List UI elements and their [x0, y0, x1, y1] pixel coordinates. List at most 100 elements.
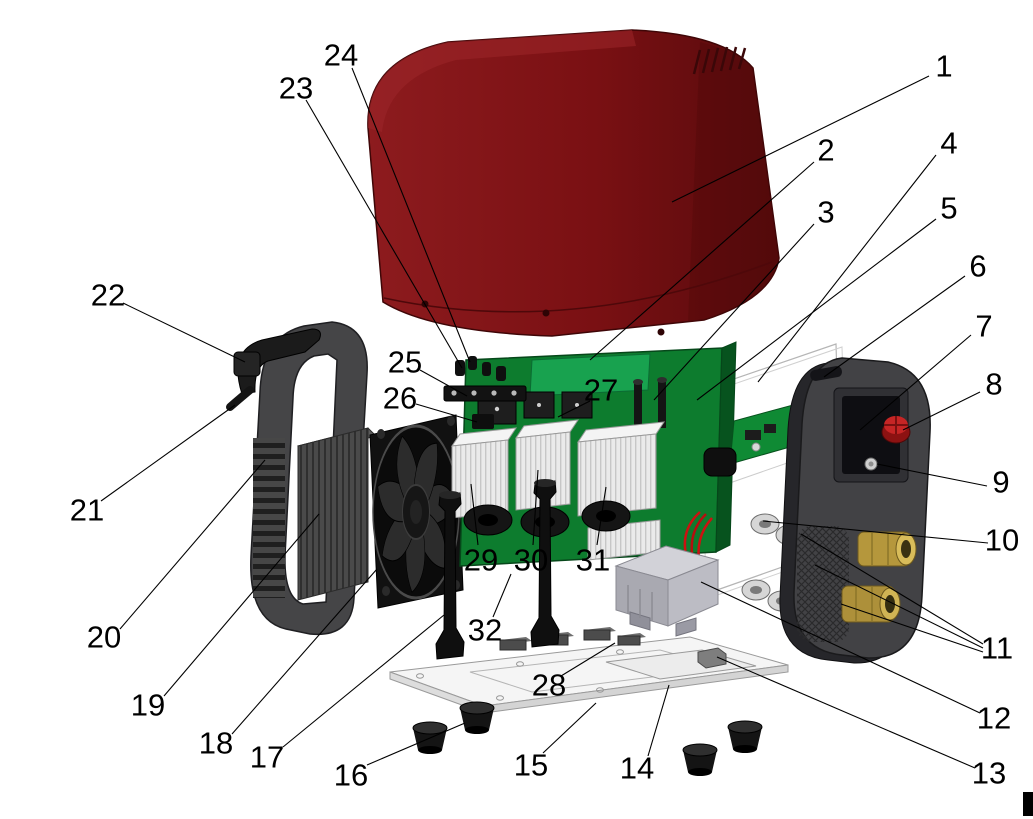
callout-label-2: 2: [817, 133, 834, 168]
leader-line-8: [902, 391, 981, 431]
top-cover: [367, 29, 780, 337]
fan: [369, 414, 464, 609]
callout-label-9: 9: [992, 465, 1009, 500]
leader-line-1: [671, 75, 930, 203]
leader-line-2: [589, 161, 815, 361]
cover-highlight: [367, 30, 636, 132]
callout-label-24: 24: [324, 38, 358, 73]
leader-line-11: [800, 533, 984, 645]
callout-label-10: 10: [985, 523, 1019, 558]
pcb-connector: [472, 414, 494, 429]
leader-line-27: [557, 400, 591, 418]
leader-line-9: [876, 463, 988, 487]
heatsink-31: [577, 433, 657, 517]
callout-label-12: 12: [977, 701, 1011, 736]
control-knob: [881, 416, 911, 444]
handle-cable: [226, 386, 254, 411]
rubber-feet: [412, 701, 763, 776]
callout-label-16: 16: [334, 758, 368, 793]
callout-label-15: 15: [514, 748, 548, 783]
cover-screw-hole: [657, 328, 665, 336]
callout-label-29: 29: [464, 543, 498, 578]
heatsink-dark: [297, 427, 377, 601]
callout-label-28: 28: [532, 668, 566, 703]
cover-vent-grille: [692, 46, 747, 75]
display-screen: [842, 396, 900, 474]
leader-line-15: [542, 702, 597, 754]
support-pillars: [435, 479, 560, 660]
heatsinks-white: [450, 419, 666, 519]
transformer-mount-tab: [675, 617, 697, 637]
leader-line-25: [419, 369, 468, 397]
callout-label-20: 20: [87, 620, 121, 655]
callout-label-19: 19: [131, 688, 165, 723]
bottom-plate: [389, 627, 789, 714]
front-panel: [779, 357, 931, 664]
leader-line-5: [696, 218, 937, 401]
leader-line-10: [762, 520, 989, 544]
panel-grip-texture: [797, 526, 849, 642]
callout-label-30: 30: [514, 543, 548, 578]
callout-label-4: 4: [940, 126, 957, 161]
pcb-standoff-pins: [633, 377, 667, 430]
leader-line-17: [282, 614, 445, 748]
cover-side-shade: [688, 42, 779, 322]
handle: [226, 328, 321, 411]
transformer: [614, 511, 720, 637]
callout-label-18: 18: [199, 726, 233, 761]
leader-line-18: [231, 568, 378, 735]
leader-line-16: [366, 722, 466, 766]
leader-line-32: [492, 573, 512, 618]
inductor-block: [703, 447, 737, 477]
mount-bracket: [697, 647, 727, 669]
pcb-capacitors: [455, 356, 506, 381]
handle-mount-block: [233, 351, 261, 377]
callout-label-5: 5: [940, 191, 957, 226]
callout-label-7: 7: [975, 309, 992, 344]
callout-label-21: 21: [70, 493, 104, 528]
leader-line-11: [814, 564, 984, 649]
leader-line-22: [122, 302, 246, 363]
leader-line-24: [351, 67, 471, 363]
heatsink-30: [515, 431, 571, 511]
callout-label-22: 22: [91, 278, 125, 313]
callout-label-14: 14: [620, 751, 654, 786]
leader-line-6: [823, 275, 966, 378]
leader-line-26: [415, 403, 478, 423]
leader-line-20: [119, 459, 266, 630]
panel-bolt: [864, 457, 878, 471]
callout-label-23: 23: [279, 71, 313, 106]
leader-line-12: [700, 581, 981, 714]
cover-screw-hole: [542, 309, 550, 317]
control-pcb: [729, 404, 794, 465]
leader-line-31: [596, 486, 607, 546]
crop-mark: [1023, 792, 1033, 816]
callout-label-32: 32: [468, 613, 502, 648]
callout-label-31: 31: [576, 543, 610, 578]
transformer-mount-tab: [629, 611, 651, 631]
callout-label-17: 17: [250, 740, 284, 775]
callout-label-1: 1: [935, 49, 952, 84]
leader-line-19: [163, 513, 320, 697]
callout-layer: 1234567891011121314151617181920212223242…: [70, 38, 1019, 793]
leader-line-28: [560, 642, 616, 677]
leader-line-21: [100, 404, 236, 502]
callout-label-3: 3: [817, 195, 834, 230]
pcb-green-module: [529, 353, 651, 397]
cover-seam: [383, 261, 773, 313]
leader-line-7: [859, 334, 972, 431]
leader-line-29: [470, 483, 479, 546]
leader-line-30: [532, 469, 539, 546]
leader-line-4: [757, 154, 937, 383]
terminal-strip: [443, 385, 527, 402]
callout-label-26: 26: [383, 381, 417, 416]
callout-label-8: 8: [985, 367, 1002, 402]
callout-label-27: 27: [584, 373, 618, 408]
leader-line-23: [305, 99, 463, 369]
leader-line-13: [716, 656, 976, 769]
callout-label-13: 13: [972, 756, 1006, 791]
leader-line-3: [653, 223, 815, 401]
leader-line-11: [840, 603, 984, 653]
